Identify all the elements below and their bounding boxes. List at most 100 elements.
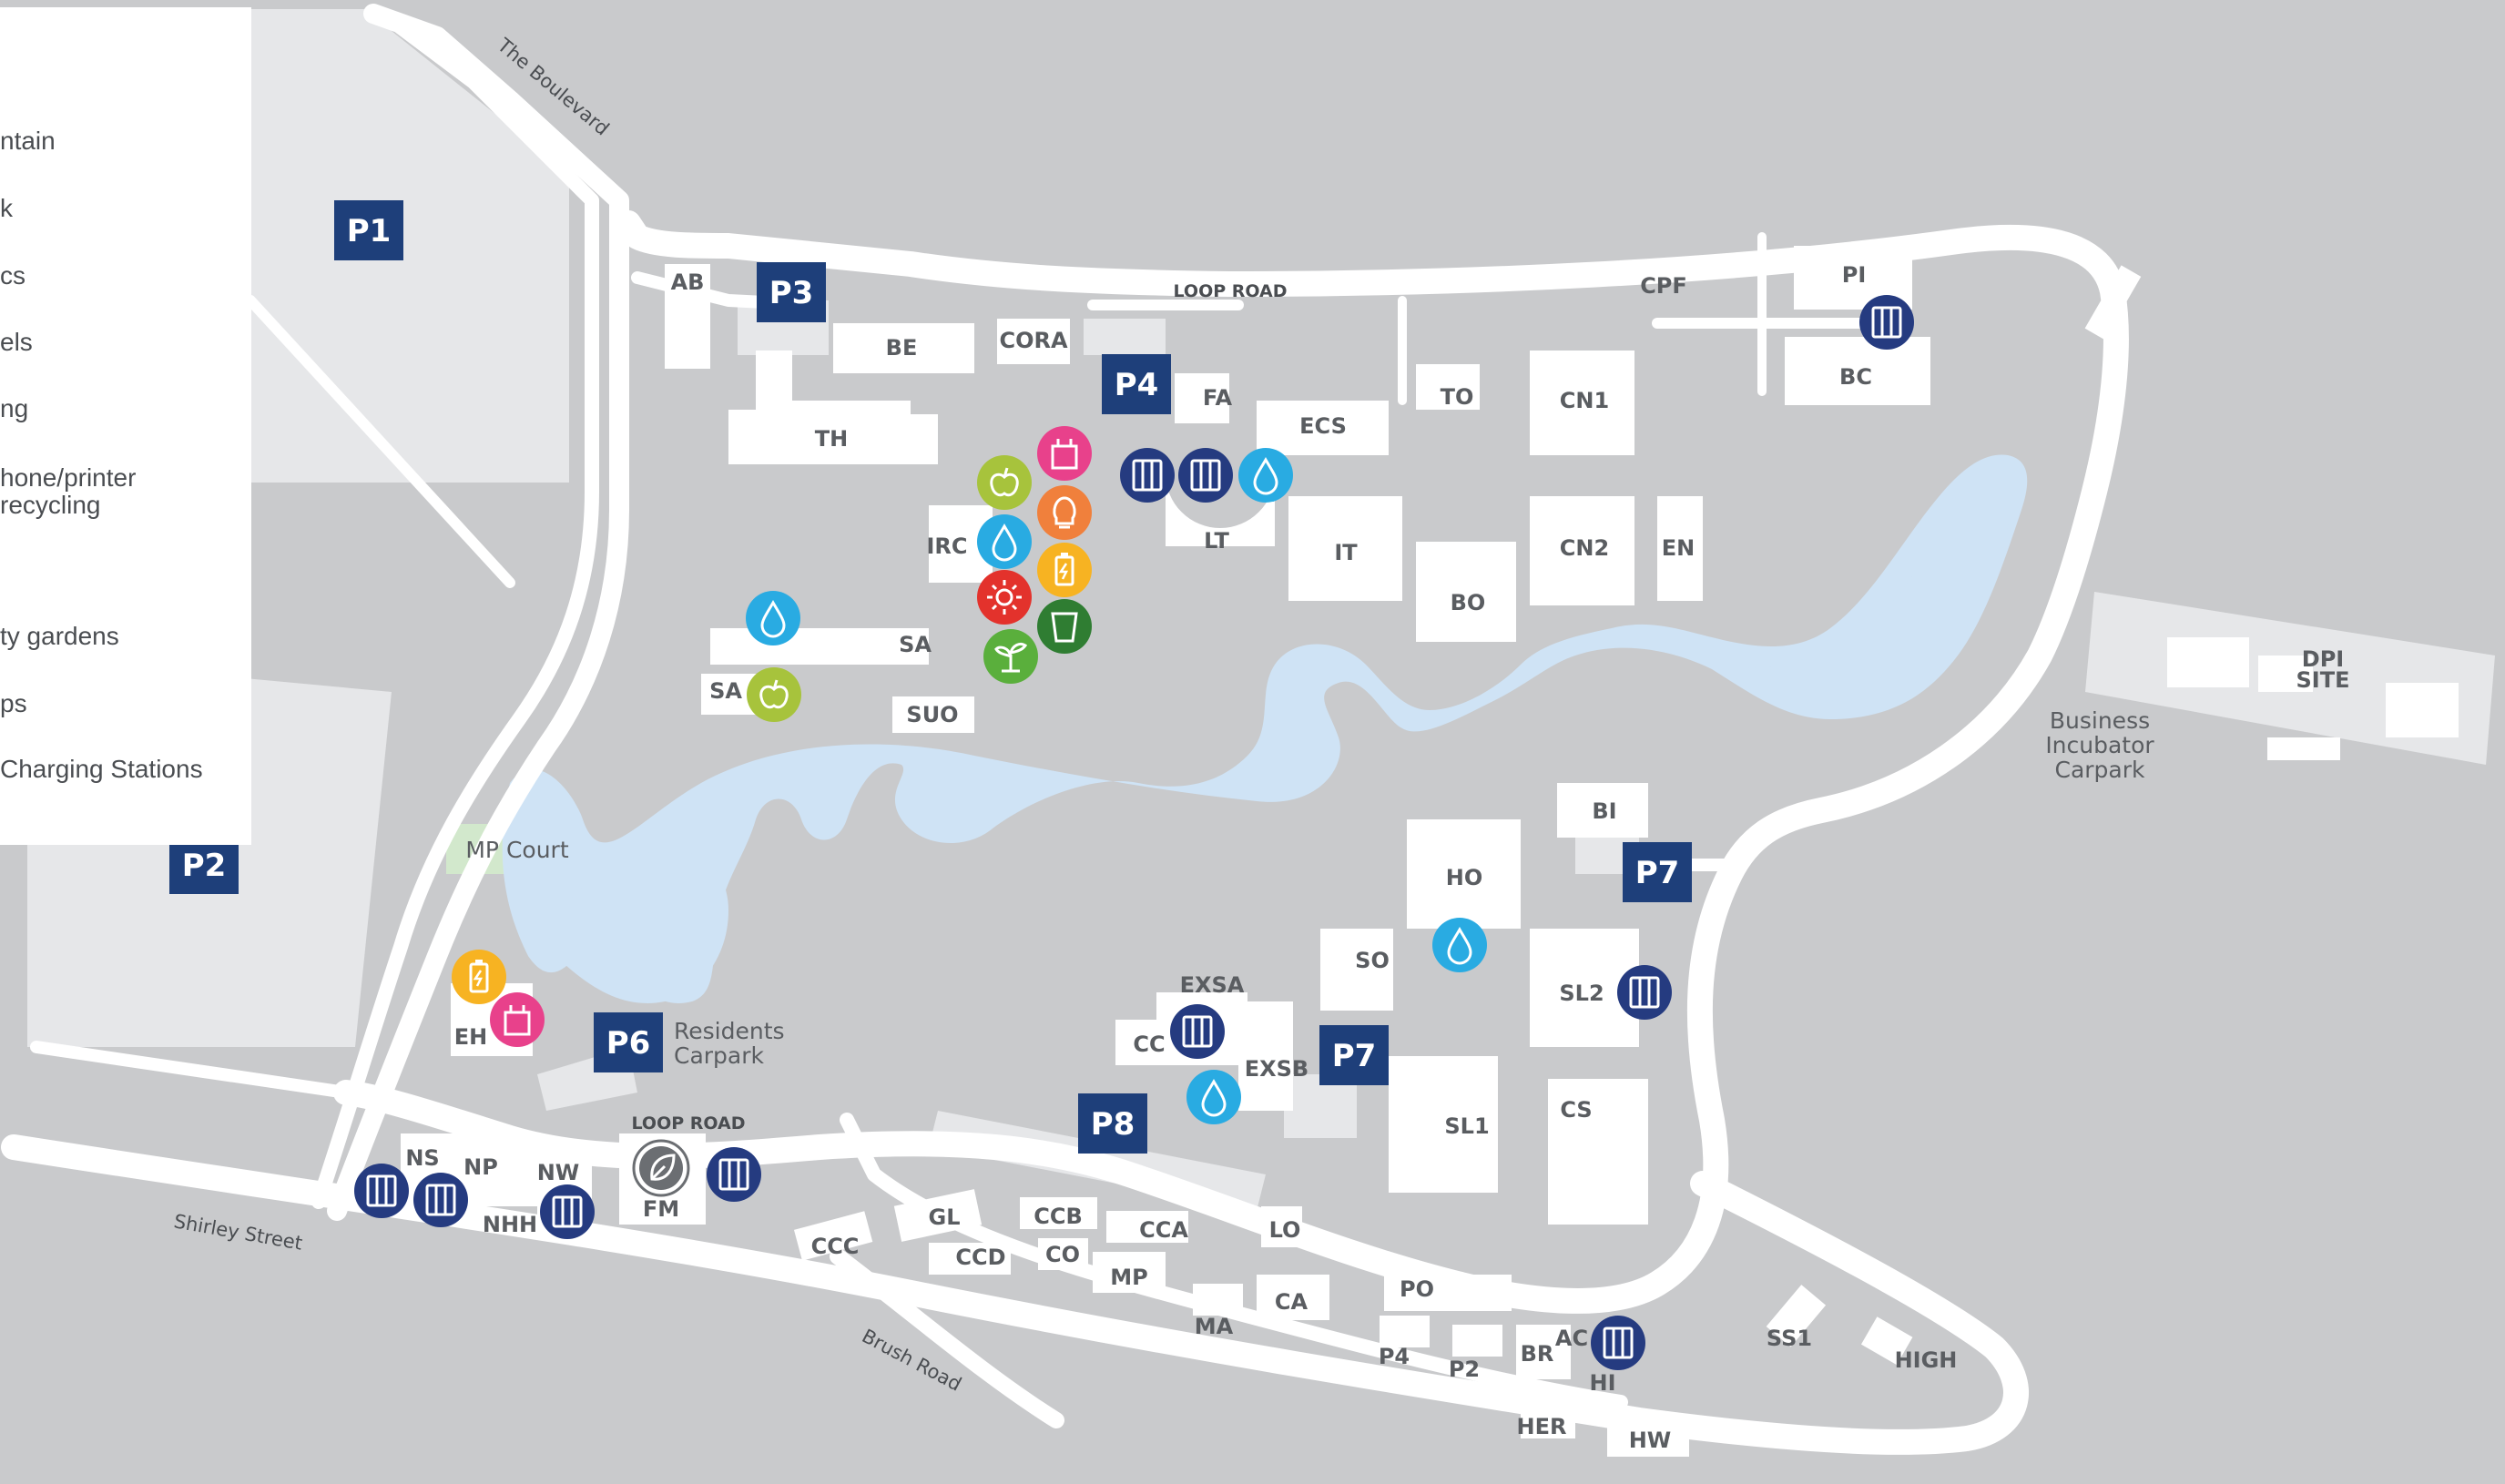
- building-ccb: [1020, 1197, 1097, 1229]
- label-suo: SUO: [906, 702, 958, 727]
- label-ho: HO: [1446, 865, 1483, 890]
- label-bo: BO: [1451, 590, 1486, 615]
- phone-printer-recycling-icon[interactable]: [352, 1162, 411, 1220]
- legend-item-community-gardens: ty gardens: [0, 622, 119, 650]
- parking-p7-north[interactable]: P7: [1623, 842, 1692, 902]
- compost-apple-icon[interactable]: [975, 453, 1034, 512]
- brush-road: [830, 1248, 1064, 1428]
- parking-p1[interactable]: P1: [334, 200, 403, 260]
- label-cca: CCA: [1139, 1217, 1188, 1243]
- building-gl: [893, 1189, 983, 1242]
- label-irc: IRC: [926, 534, 967, 559]
- phone-printer-recycling-icon[interactable]: [705, 1145, 763, 1204]
- battery-recycling-icon[interactable]: [450, 948, 508, 1006]
- building-ccc: [793, 1211, 873, 1261]
- water-fountain-icon[interactable]: [1185, 1068, 1243, 1126]
- community-garden-sprout-icon[interactable]: [982, 627, 1040, 686]
- label-her: HER: [1517, 1414, 1567, 1439]
- building-exsb: [1238, 1001, 1293, 1111]
- lake-east: [1712, 459, 2014, 701]
- building-bo: [1416, 542, 1516, 642]
- label-sa-2: SA: [709, 678, 742, 704]
- building-ss1: [1766, 1285, 1827, 1347]
- roads-layer: [1, 4, 2129, 1455]
- ev-charging-leaf-icon[interactable]: [632, 1139, 690, 1197]
- parking-p3[interactable]: P3: [757, 262, 826, 322]
- phone-printer-recycling-icon[interactable]: [1858, 293, 1916, 351]
- label-residents-1: Residents: [674, 1018, 785, 1044]
- label-ecs: ECS: [1299, 413, 1347, 439]
- phone-printer-recycling-icon[interactable]: [1589, 1314, 1647, 1372]
- parking-p7-south[interactable]: P7: [1319, 1025, 1389, 1085]
- label-p2b: P2: [1449, 1357, 1480, 1382]
- phone-printer-recycling-icon[interactable]: [1118, 446, 1176, 504]
- parking-p6[interactable]: P6: [594, 1012, 663, 1072]
- label-co: CO: [1045, 1242, 1080, 1267]
- label-mp: MP: [1110, 1265, 1147, 1290]
- label-pi: PI: [1842, 262, 1867, 288]
- label-ma: MA: [1195, 1314, 1234, 1339]
- light-globe-recycling-icon[interactable]: [1035, 483, 1094, 542]
- label-shirley-street: Shirley Street: [172, 1210, 304, 1254]
- label-mp-court: MP Court: [465, 837, 568, 863]
- building-dpi-2: [2258, 656, 2313, 692]
- legend-item-charging-stations: Charging Stations: [0, 755, 203, 783]
- label-cn2: CN2: [1560, 535, 1609, 561]
- building-dpi-1: [2167, 637, 2249, 687]
- label-lo: LO: [1269, 1217, 1301, 1243]
- solar-panels-icon[interactable]: [975, 568, 1034, 626]
- phone-printer-recycling-icon[interactable]: [412, 1171, 470, 1229]
- building-cora: [997, 319, 1070, 364]
- building-be: [833, 323, 974, 373]
- parking-p4-label: P4: [1115, 367, 1159, 403]
- label-cc: CC: [1133, 1032, 1165, 1057]
- label-sl2: SL2: [1559, 981, 1604, 1006]
- label-en: EN: [1662, 535, 1695, 561]
- building-cs: [1548, 1079, 1648, 1225]
- label-bc: BC: [1839, 364, 1872, 390]
- p1-stub: [2084, 265, 2142, 341]
- label-business-1: Business: [2050, 707, 2150, 734]
- building-p2b: [1452, 1325, 1502, 1357]
- compost-apple-icon[interactable]: [745, 666, 803, 724]
- building-cca: [1106, 1211, 1188, 1243]
- label-business-2: Incubator: [2045, 732, 2154, 758]
- parking-p4[interactable]: P4: [1102, 354, 1171, 414]
- battery-recycling-icon[interactable]: [1035, 541, 1094, 599]
- phone-printer-recycling-icon[interactable]: [1176, 446, 1235, 504]
- keep-cup-icon[interactable]: [1035, 597, 1094, 656]
- parking-p8[interactable]: P8: [1078, 1093, 1147, 1154]
- boulevard: [327, 4, 629, 1221]
- label-po: PO: [1400, 1276, 1434, 1302]
- label-exsb: EXSB: [1245, 1056, 1309, 1082]
- water-fountain-icon[interactable]: [744, 589, 802, 647]
- legend-item-3: cs: [0, 261, 25, 290]
- label-so: SO: [1355, 948, 1390, 973]
- phone-printer-recycling-icon[interactable]: [1615, 963, 1674, 1022]
- legend-item-5: ng: [0, 394, 29, 422]
- building-cc: [1115, 1020, 1161, 1065]
- legend-item-9: ps: [0, 689, 27, 717]
- building-cn1: [1530, 351, 1634, 455]
- parking-p2[interactable]: P2: [169, 836, 239, 894]
- boulevard-inner: [311, 20, 599, 1209]
- soft-plastics-bag-icon[interactable]: [1035, 424, 1094, 483]
- soft-plastics-bag-icon[interactable]: [488, 991, 546, 1049]
- label-exsa: EXSA: [1180, 972, 1245, 998]
- lake-layer: [502, 454, 2028, 1003]
- water-fountain-icon[interactable]: [1431, 916, 1489, 974]
- parking-markers: P1 P2 P3 P4 P6 P7 P7 P8: [169, 200, 1692, 1154]
- label-hw: HW: [1629, 1428, 1672, 1453]
- building-cn2: [1530, 496, 1634, 605]
- phone-printer-recycling-icon[interactable]: [538, 1183, 596, 1241]
- label-dpi-2: SITE: [2296, 667, 2350, 693]
- label-fa: FA: [1203, 385, 1233, 411]
- label-cs: CS: [1560, 1097, 1592, 1123]
- phone-printer-recycling-icon[interactable]: [1168, 1002, 1227, 1061]
- water-fountain-icon[interactable]: [1237, 446, 1295, 504]
- building-ccd: [929, 1243, 1011, 1275]
- water-fountain-icon[interactable]: [975, 513, 1034, 571]
- legend-item-2: k: [0, 194, 13, 222]
- label-cora: CORA: [999, 328, 1067, 353]
